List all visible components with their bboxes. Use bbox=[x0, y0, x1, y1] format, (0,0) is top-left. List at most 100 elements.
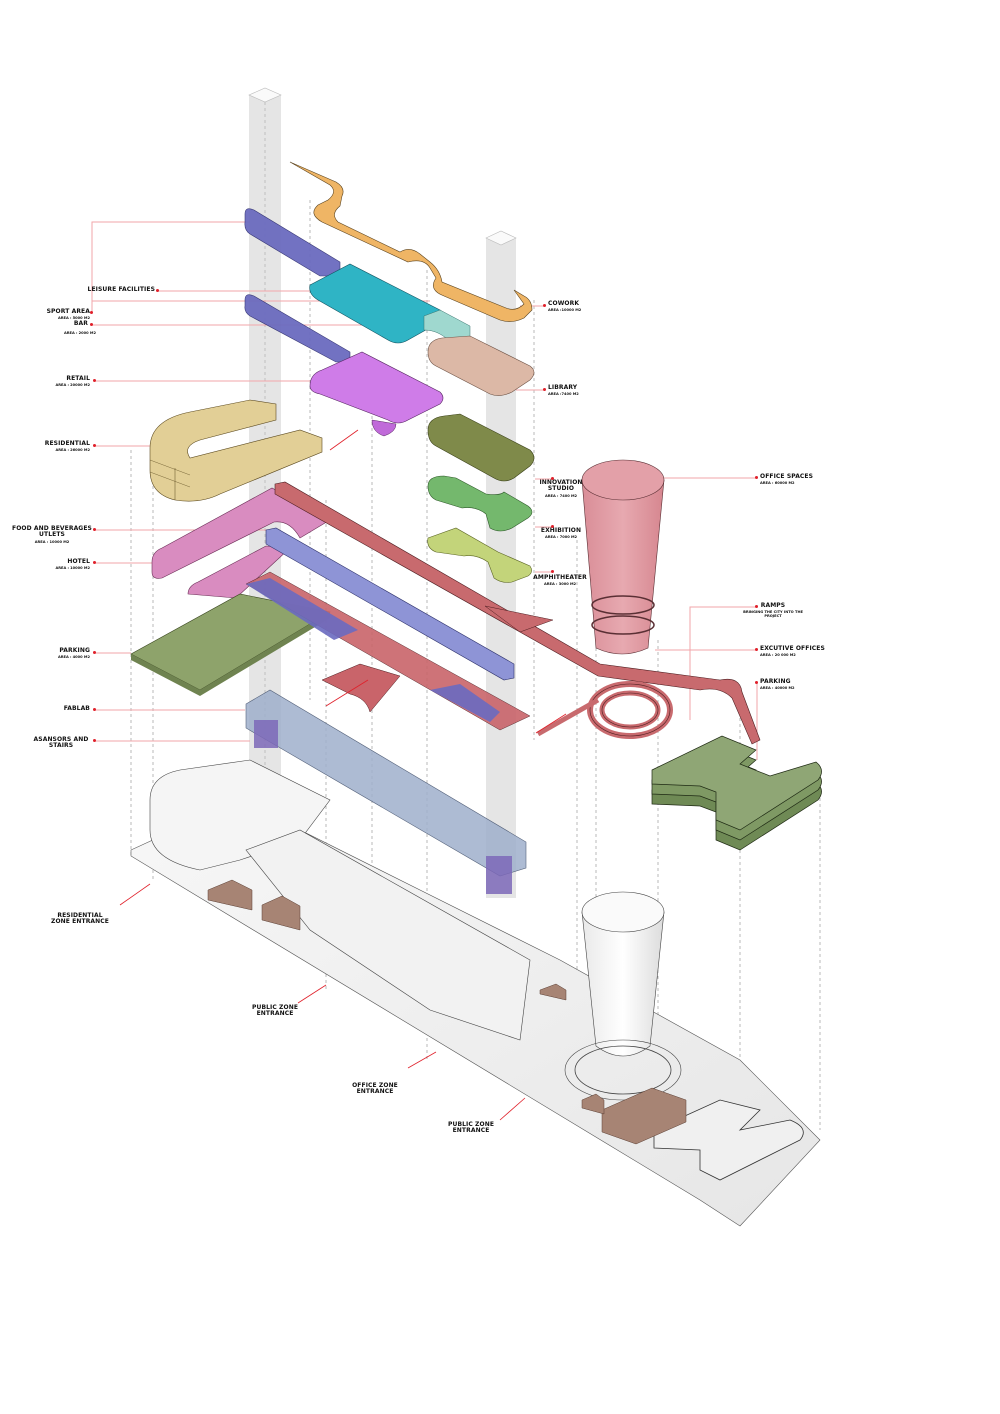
leader-dot bbox=[93, 528, 96, 531]
label-name: RETAIL bbox=[66, 375, 90, 382]
cowork-volume bbox=[289, 161, 533, 322]
entrance-name: PUBLIC ZONE ENTRANCE bbox=[251, 1004, 299, 1018]
elevator-core bbox=[254, 720, 278, 748]
label-area: AREA : 10000 M2 bbox=[55, 566, 90, 571]
label-area: AREA : 7000 M2 bbox=[544, 535, 578, 540]
leisure-facilities-volume bbox=[309, 263, 445, 344]
library-volume bbox=[427, 335, 535, 396]
label-name: PARKING bbox=[59, 647, 90, 654]
label-name: FABLAB bbox=[63, 705, 90, 712]
leader-dot bbox=[93, 651, 96, 654]
entrance-name: RESIDENTIAL ZONE ENTRANCE bbox=[51, 912, 109, 926]
food-beverages-volume bbox=[151, 487, 331, 579]
site-base bbox=[130, 759, 821, 1227]
leader-dot bbox=[551, 570, 554, 573]
label-leisure: LEISURE FACILITIES bbox=[60, 286, 155, 293]
label-bar-area: AREA : 2000 M2 bbox=[20, 330, 96, 336]
corridor-volume bbox=[265, 527, 515, 681]
retail-pillar bbox=[371, 419, 397, 437]
leisure-connector bbox=[423, 309, 471, 345]
label-area: AREA : 20 000 M2 bbox=[760, 653, 796, 658]
leader-dot bbox=[543, 304, 546, 307]
label-name: LIBRARY bbox=[548, 384, 578, 391]
leader-dot bbox=[755, 605, 758, 608]
leader-dot bbox=[551, 477, 554, 480]
label-area: AREA : 10000 M2 bbox=[34, 539, 70, 544]
label-area: AREA : 7400 M2 bbox=[544, 493, 578, 498]
office-tower-volume bbox=[581, 459, 665, 655]
label-asansors: ASANSORS AND STAIRS bbox=[30, 736, 92, 750]
label-area: AREA :10000 M2 bbox=[548, 308, 582, 313]
innovation-studio-volume bbox=[427, 413, 535, 482]
label-residential-entrance: RESIDENTIAL ZONE ENTRANCE bbox=[50, 912, 110, 926]
parking-building-model bbox=[653, 1099, 804, 1181]
entrance-name: OFFICE ZONE ENTRANCE bbox=[352, 1082, 398, 1096]
label-name: EXCUTIVE OFFICES bbox=[760, 645, 825, 652]
label-area: AREA : 5000 M2 bbox=[57, 316, 90, 321]
label-area: AREA :7400 M2 bbox=[548, 392, 579, 397]
label-name: EXHIBITION bbox=[540, 527, 582, 534]
label-area: AREA : 3000 M2 bbox=[543, 582, 577, 587]
label-bar: BAR bbox=[20, 320, 88, 327]
leader-dot bbox=[90, 323, 93, 326]
leader-dot bbox=[543, 388, 546, 391]
label-name: BAR bbox=[73, 320, 88, 327]
elevator-core-2 bbox=[486, 856, 512, 894]
label-name: COWORK bbox=[548, 300, 580, 307]
residential-volume bbox=[149, 399, 323, 502]
label-name: OFFICE SPACES bbox=[760, 473, 814, 480]
retail-volume bbox=[309, 351, 444, 424]
dimension-arrows bbox=[119, 429, 567, 1121]
label-name: RESIDENTIAL bbox=[44, 440, 90, 447]
ramp-volume bbox=[274, 481, 761, 745]
leader-dot bbox=[93, 379, 96, 382]
label-fablab: FABLAB bbox=[20, 705, 90, 712]
amphitheater-volume bbox=[427, 527, 532, 583]
label-area: AREA : 20000 M2 bbox=[55, 383, 90, 388]
leader-dot bbox=[156, 289, 159, 292]
fablab-volume bbox=[245, 689, 527, 877]
public-plate-volume bbox=[245, 571, 531, 731]
exhibition-volume bbox=[427, 475, 533, 532]
label-area: AREA : 2000 M2 bbox=[63, 331, 96, 335]
leader-dot bbox=[93, 739, 96, 742]
label-name: PARKING bbox=[760, 678, 791, 685]
label-office-entrance: OFFICE ZONE ENTRANCE bbox=[350, 1082, 400, 1096]
leader-dot bbox=[551, 525, 554, 528]
leader-dot bbox=[755, 648, 758, 651]
label-name: ASANSORS AND STAIRS bbox=[33, 736, 89, 750]
public-building-model bbox=[245, 829, 531, 1041]
label-name: FOOD AND BEVERAGES UTLETS bbox=[12, 525, 92, 539]
label-area: AREA : 26000 M2 bbox=[55, 448, 90, 453]
parking-stack-volume bbox=[651, 735, 822, 851]
label-name: LEISURE FACILITIES bbox=[87, 286, 155, 293]
label-name: INNOVATION STUDIO bbox=[539, 479, 583, 493]
leader-dot bbox=[93, 561, 96, 564]
label-public-entrance-2: PUBLIC ZONE ENTRANCE bbox=[446, 1121, 496, 1135]
leader-dot bbox=[93, 708, 96, 711]
entrance-name: PUBLIC ZONE ENTRANCE bbox=[447, 1121, 495, 1135]
label-public-entrance-1: PUBLIC ZONE ENTRANCE bbox=[250, 1004, 300, 1018]
label-area: AREA : 60000 M2 bbox=[760, 481, 795, 486]
label-name: AMPHITHEATER bbox=[533, 574, 587, 581]
leader-dot bbox=[90, 311, 93, 314]
label-name: RAMPS bbox=[760, 602, 786, 609]
leader-dot bbox=[755, 681, 758, 684]
label-area: BRINGING THE CITY INTO THE PROJECT bbox=[743, 610, 803, 619]
leader-dot bbox=[755, 476, 758, 479]
label-area: AREA : 4000 M2 bbox=[57, 655, 90, 660]
leader-dot bbox=[93, 444, 96, 447]
